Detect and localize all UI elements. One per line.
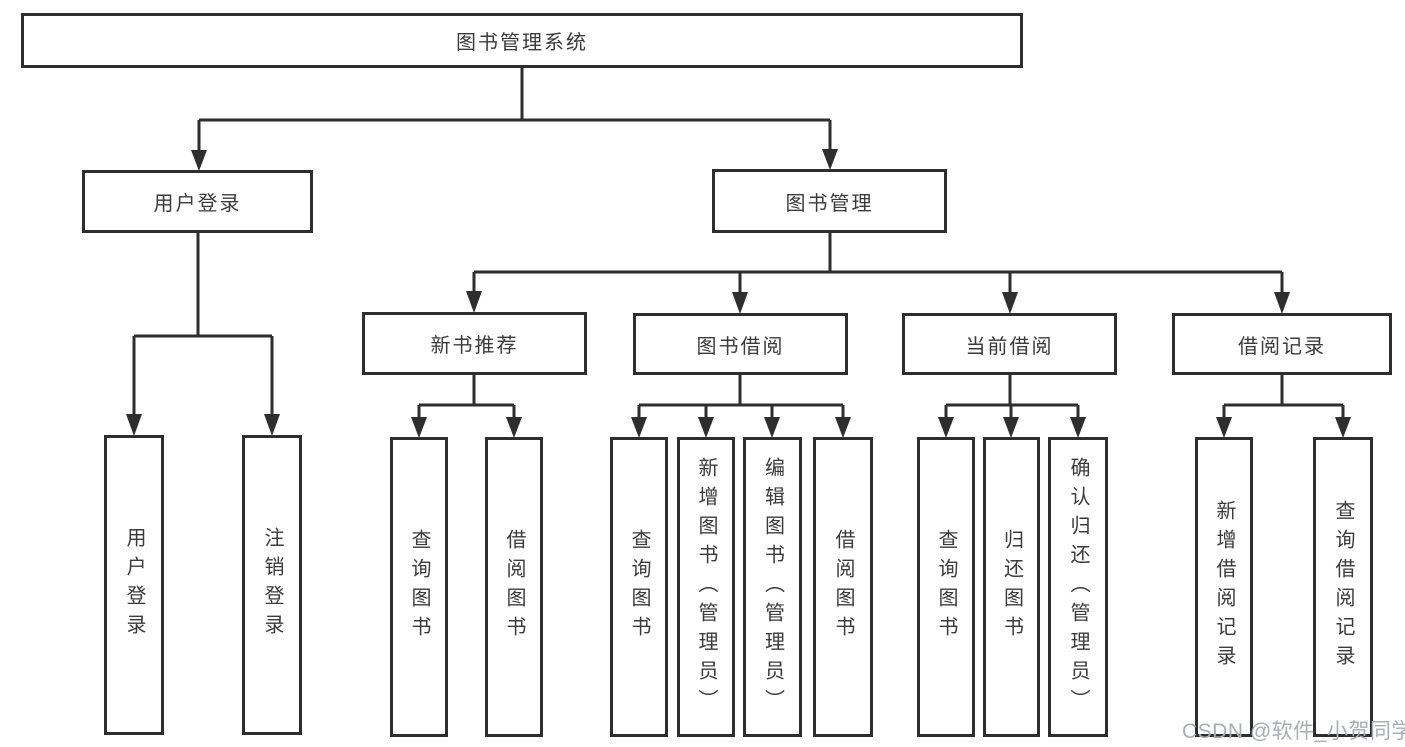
- leaf-logout-login-label: 注销登录: [261, 527, 283, 643]
- leaf-nb-query-books: 查询图书: [390, 437, 448, 737]
- connector-book-borrow-group: [637, 375, 845, 420]
- arrowhead-cb-confirm: [1070, 417, 1086, 438]
- arrowhead-br-query: [1335, 417, 1351, 438]
- leaf-bb-add-books-admin: 新增图书（管理员）: [677, 437, 735, 737]
- arrowhead-cb-return: [1003, 417, 1019, 438]
- leaf-cb-return-books: 归还图书: [983, 437, 1040, 737]
- connector-book-management-to-level3: [472, 233, 1284, 295]
- node-library-system: 图书管理系统: [21, 13, 1023, 68]
- leaf-bb-edit-books-admin: 编辑图书（管理员）: [743, 437, 802, 737]
- leaf-br-add-record: 新增借阅记录: [1195, 437, 1253, 737]
- node-borrow-records: 借阅记录: [1172, 313, 1392, 375]
- leaf-bb-borrow-books: 借阅图书: [813, 437, 873, 737]
- leaf-nb-borrow-books: 借阅图书: [485, 437, 543, 737]
- node-book-management: 图书管理: [712, 169, 947, 233]
- leaf-cb-query-books: 查询图书: [917, 437, 975, 737]
- leaf-cb-confirm-return-admin-label: 确认归还（管理员）: [1067, 456, 1089, 718]
- leaf-bb-query-books: 查询图书: [610, 437, 668, 737]
- arrowhead-nb-borrow: [506, 417, 522, 438]
- arrowhead-user-login: [191, 150, 207, 171]
- arrowhead-bb-query: [631, 417, 647, 438]
- leaf-cb-confirm-return-admin: 确认归还（管理员）: [1048, 437, 1108, 737]
- leaf-nb-query-books-label: 查询图书: [408, 529, 430, 645]
- connector-current-borrow-group: [944, 375, 1080, 420]
- node-current-borrow-label: 当前借阅: [965, 335, 1054, 358]
- node-library-system-label: 图书管理系统: [456, 32, 588, 54]
- arrowhead-br-add: [1216, 417, 1232, 438]
- leaf-br-query-record-label: 查询借阅记录: [1332, 500, 1354, 674]
- node-book-borrow: 图书借阅: [633, 313, 848, 375]
- node-borrow-records-label: 借阅记录: [1238, 335, 1326, 358]
- connector-new-book-recommend-group: [417, 375, 516, 420]
- arrowhead-cb-query: [938, 417, 954, 438]
- leaf-nb-borrow-books-label: 借阅图书: [503, 529, 525, 645]
- leaf-bb-edit-books-admin-label: 编辑图书（管理员）: [761, 456, 784, 718]
- arrowhead-leaf-user-login: [126, 414, 142, 436]
- node-new-book-recommend-label: 新书推荐: [430, 335, 519, 357]
- node-book-management-label: 图书管理: [785, 192, 874, 215]
- node-user-login: 用户登录: [82, 170, 313, 233]
- connector-root-to-level2: [197, 68, 832, 152]
- node-new-book-recommend: 新书推荐: [362, 312, 587, 375]
- leaf-br-add-record-label: 新增借阅记录: [1213, 500, 1235, 674]
- arrowhead-book-borrow: [732, 292, 748, 314]
- arrowhead-current-borrow: [1002, 292, 1018, 314]
- arrowheads: [126, 149, 1351, 438]
- leaf-cb-return-books-label: 归还图书: [1000, 529, 1023, 645]
- arrowhead-bb-borrow: [835, 417, 851, 438]
- leaf-cb-query-books-label: 查询图书: [935, 529, 957, 645]
- leaf-bb-borrow-books-label: 借阅图书: [832, 529, 854, 645]
- leaf-br-query-record: 查询借阅记录: [1313, 437, 1373, 737]
- arrowhead-leaf-logout: [264, 414, 280, 436]
- arrowhead-nb-query: [411, 417, 427, 438]
- csdn-watermark: CSDN @软件_小贺同学: [1182, 720, 1405, 743]
- leaf-user-login: 用户登录: [104, 435, 164, 735]
- arrowhead-bb-add: [698, 417, 714, 438]
- connector-user-login-group: [132, 233, 274, 417]
- arrowhead-new-book-recommend: [466, 291, 482, 313]
- arrowhead-borrow-records: [1274, 292, 1290, 314]
- arrowhead-bb-edit: [764, 417, 780, 438]
- connector-borrow-records-group: [1222, 375, 1345, 420]
- leaf-bb-query-books-label: 查询图书: [628, 529, 650, 645]
- arrowhead-book-management: [822, 149, 838, 170]
- leaf-logout-login: 注销登录: [242, 435, 302, 735]
- leaf-bb-add-books-admin-label: 新增图书（管理员）: [695, 456, 717, 718]
- node-book-borrow-label: 图书借阅: [696, 335, 785, 358]
- node-current-borrow: 当前借阅: [902, 313, 1117, 375]
- node-user-login-label: 用户登录: [153, 193, 242, 215]
- leaf-user-login-label: 用户登录: [123, 527, 145, 643]
